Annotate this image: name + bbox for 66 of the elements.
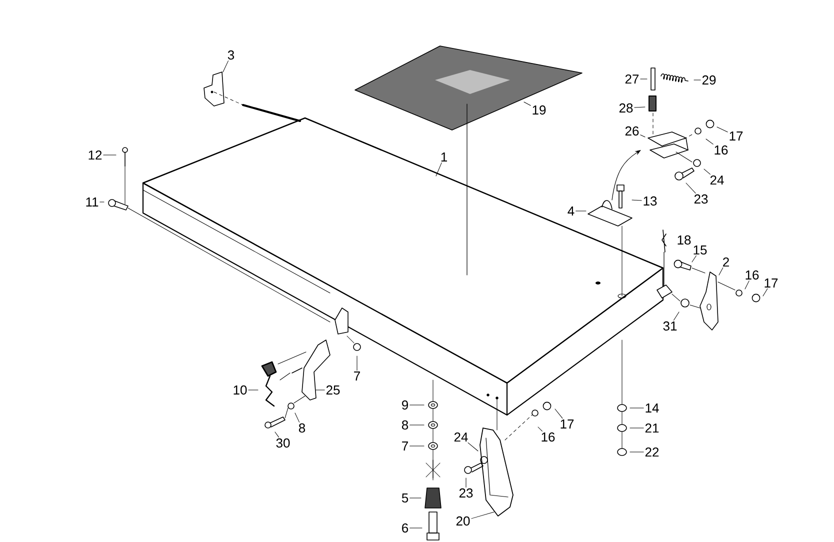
leader-line bbox=[744, 280, 750, 290]
leader-line bbox=[471, 512, 494, 519]
callout-number: 14 bbox=[646, 404, 659, 412]
leader-line bbox=[692, 256, 696, 262]
leader-line bbox=[640, 134, 646, 138]
leader-line bbox=[222, 60, 229, 72]
callout-number: 3 bbox=[228, 50, 234, 60]
callout-number: 18 bbox=[678, 235, 691, 245]
callout-number: 23 bbox=[459, 488, 473, 498]
callout-number: 16 bbox=[714, 145, 728, 155]
callout-number: 10 bbox=[234, 385, 247, 395]
leader-line bbox=[103, 154, 116, 156]
callout-number: 28 bbox=[619, 103, 633, 113]
leader-line bbox=[686, 182, 696, 194]
callout-number: 7 bbox=[402, 442, 408, 450]
callout-number: 2 bbox=[723, 257, 729, 267]
callout-number: 21 bbox=[645, 423, 659, 433]
leader-line bbox=[524, 102, 531, 106]
leader-line bbox=[576, 210, 586, 212]
callout-number: 17 bbox=[764, 278, 778, 288]
leader-line bbox=[674, 312, 680, 320]
leader-line bbox=[640, 78, 648, 80]
callout-number: 6 bbox=[402, 523, 408, 533]
leader-line bbox=[634, 106, 646, 108]
callout-number: 24 bbox=[454, 432, 468, 442]
leader-line bbox=[632, 200, 642, 201]
callout-number: 20 bbox=[456, 516, 470, 526]
leader-line bbox=[410, 424, 424, 426]
callout-number: 8 bbox=[298, 423, 306, 433]
leader-line bbox=[468, 442, 478, 452]
callout-number: 15 bbox=[694, 245, 707, 255]
callout-number: 13 bbox=[644, 196, 657, 206]
callout-number: 8 bbox=[402, 420, 408, 430]
callout-number: 23 bbox=[694, 194, 708, 204]
leader-line bbox=[538, 426, 542, 432]
callout-number: 17 bbox=[560, 420, 574, 428]
callout-number: 24 bbox=[710, 175, 724, 185]
callout-number: 27 bbox=[625, 74, 639, 84]
callout-number: 7 bbox=[354, 372, 360, 380]
callout-number: 22 bbox=[645, 447, 659, 457]
callout-number: 17 bbox=[730, 132, 743, 140]
callout-number: 30 bbox=[276, 438, 290, 448]
leader-line bbox=[706, 138, 714, 144]
callout-number: 9 bbox=[402, 400, 408, 410]
leader-line bbox=[716, 126, 728, 132]
callout-number: 12 bbox=[88, 150, 102, 160]
callout-number: 4 bbox=[568, 206, 574, 216]
callout-number: 16 bbox=[542, 432, 555, 442]
leader-line bbox=[274, 432, 280, 438]
leader-line bbox=[410, 404, 424, 406]
leader-line bbox=[718, 268, 724, 276]
callout-number: 31 bbox=[663, 321, 677, 331]
leader-line bbox=[554, 408, 563, 419]
callout-number: 16 bbox=[746, 270, 759, 280]
callout-number: 29 bbox=[702, 75, 716, 85]
callout-number: 26 bbox=[625, 126, 639, 136]
callout-number: 1 bbox=[441, 152, 447, 162]
leader-line bbox=[436, 162, 442, 176]
leader-line bbox=[356, 356, 358, 371]
leader-line bbox=[294, 412, 300, 422]
callout-number: 11 bbox=[86, 198, 98, 206]
callout-number: 19 bbox=[532, 105, 546, 115]
callout-number: 25 bbox=[326, 385, 340, 395]
leader-line bbox=[704, 168, 710, 175]
leader-line bbox=[762, 288, 768, 296]
callout-number: 5 bbox=[402, 493, 408, 503]
